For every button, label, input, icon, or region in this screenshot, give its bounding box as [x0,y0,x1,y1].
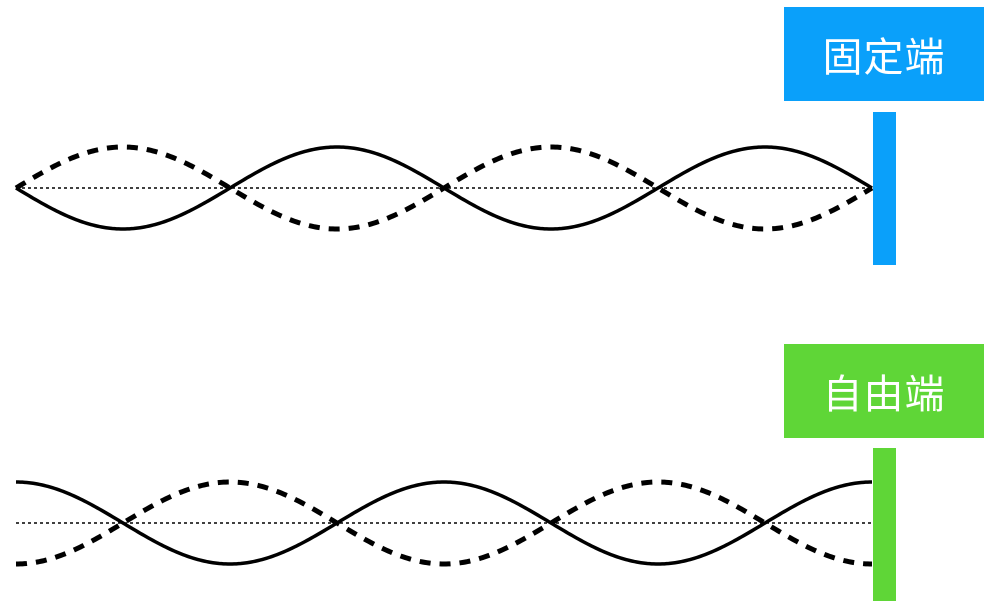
free-end-wave-group [15,479,873,567]
free-end-label-text: 自由端 [822,372,946,418]
free-end-wave-dashed [15,479,873,567]
fixed-end-label: 固定端 [784,7,984,101]
free-end-label: 自由端 [784,344,984,438]
free-end-wave-solid [15,480,873,566]
fixed-end-wave-dashed [14,144,874,232]
free-end-wall [873,448,896,601]
fixed-end-wave-group [14,144,874,232]
fixed-end-wall [873,112,896,265]
fixed-end-label-text: 固定端 [822,35,946,81]
